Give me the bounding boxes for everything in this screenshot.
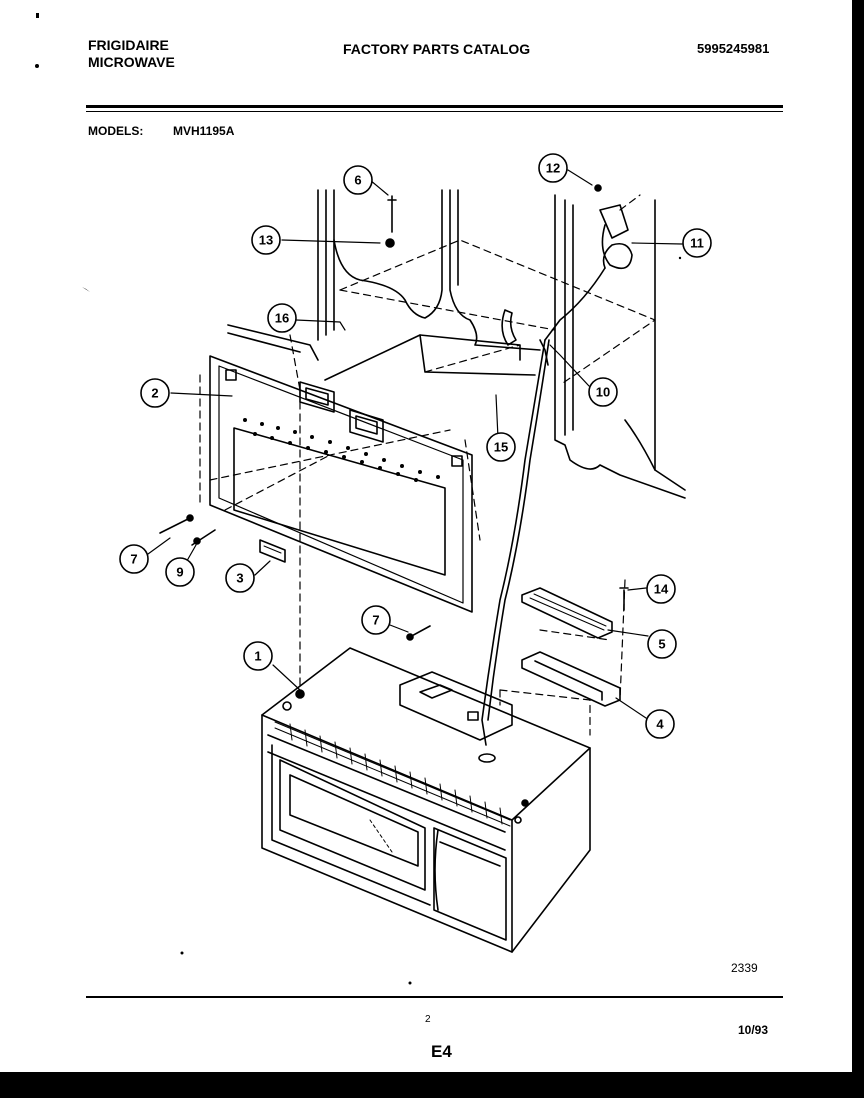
callout-c2: 2	[140, 378, 170, 408]
grille-parts	[521, 587, 621, 707]
callout-circle	[646, 574, 676, 604]
callout-number: 14	[654, 582, 669, 597]
callout-number: 13	[259, 233, 273, 248]
revision-date: 10/93	[738, 1023, 769, 1037]
plate-holes	[243, 418, 440, 482]
callout-c9: 9	[165, 557, 195, 587]
callout-c13: 13	[251, 225, 281, 255]
scan-border-bottom	[0, 1072, 864, 1098]
product-type: MICROWAVE	[88, 54, 175, 70]
cabinet-outline	[227, 189, 686, 499]
page-mark: 2	[425, 1014, 431, 1025]
models-value: MVH1195A	[173, 124, 235, 138]
leader-lines	[147, 169, 683, 719]
catalog-number: 5995245981	[697, 41, 770, 56]
callout-number: 9	[176, 565, 183, 580]
callout-circle	[538, 153, 568, 183]
callout-number: 12	[546, 161, 560, 176]
callout-circle	[486, 432, 516, 462]
callout-number: 5	[658, 637, 665, 652]
footer-rule	[86, 996, 783, 998]
catalog-title: FACTORY PARTS CATALOG	[343, 41, 531, 57]
callout-circle	[243, 641, 273, 671]
warning-label	[259, 539, 286, 563]
figure-number: 2339	[731, 961, 758, 975]
power-cord	[481, 204, 633, 746]
callout-number: 6	[354, 173, 361, 188]
callout-c14: 14	[646, 574, 676, 604]
callout-circle	[140, 378, 170, 408]
microwave-unit	[261, 647, 591, 953]
vent-slats	[274, 721, 511, 827]
callout-circle	[119, 544, 149, 574]
models-label: MODELS:	[88, 124, 144, 138]
callout-c12: 12	[538, 153, 568, 183]
callout-number: 7	[372, 613, 379, 628]
callout-c5: 5	[647, 629, 677, 659]
callout-c3: 3	[225, 563, 255, 593]
callout-number: 7	[130, 552, 137, 567]
mounting-plate	[209, 355, 473, 613]
callout-number: 11	[690, 236, 704, 251]
scan-border-right	[852, 0, 864, 1098]
callout-c1: 1	[243, 641, 273, 671]
callout-c7a: 7	[119, 544, 149, 574]
callout-circle	[267, 303, 297, 333]
brand-name: FRIGIDAIRE	[88, 37, 169, 53]
callout-number: 4	[656, 717, 664, 732]
callout-circle	[343, 165, 373, 195]
callout-c15: 15	[486, 432, 516, 462]
callout-c7b: 7	[361, 605, 391, 635]
brand-block: FRIGIDAIRE MICROWAVE	[88, 37, 175, 71]
callout-circle	[251, 225, 281, 255]
callout-circle	[647, 629, 677, 659]
callout-number: 1	[254, 649, 261, 664]
callout-number: 16	[275, 311, 289, 326]
callout-number: 3	[236, 571, 243, 586]
fasteners	[159, 184, 629, 641]
callout-number: 10	[596, 385, 610, 400]
callout-c10: 10	[588, 377, 618, 407]
callout-c4: 4	[645, 709, 675, 739]
callout-circle	[645, 709, 675, 739]
callout-circle	[225, 563, 255, 593]
callout-circle	[682, 228, 712, 258]
bottom-plate	[324, 334, 536, 381]
section-code: E4	[431, 1042, 452, 1061]
callout-number: 2	[151, 386, 158, 401]
callout-circle	[165, 557, 195, 587]
callout-circle	[588, 377, 618, 407]
callout-c6: 6	[343, 165, 373, 195]
callout-circle	[361, 605, 391, 635]
scan-marks	[35, 13, 682, 985]
header-rule-thick	[86, 105, 783, 108]
callout-c16: 16	[267, 303, 297, 333]
callout-c11: 11	[682, 228, 712, 258]
callout-number: 15	[494, 440, 508, 455]
header-rule-thin	[86, 111, 783, 112]
